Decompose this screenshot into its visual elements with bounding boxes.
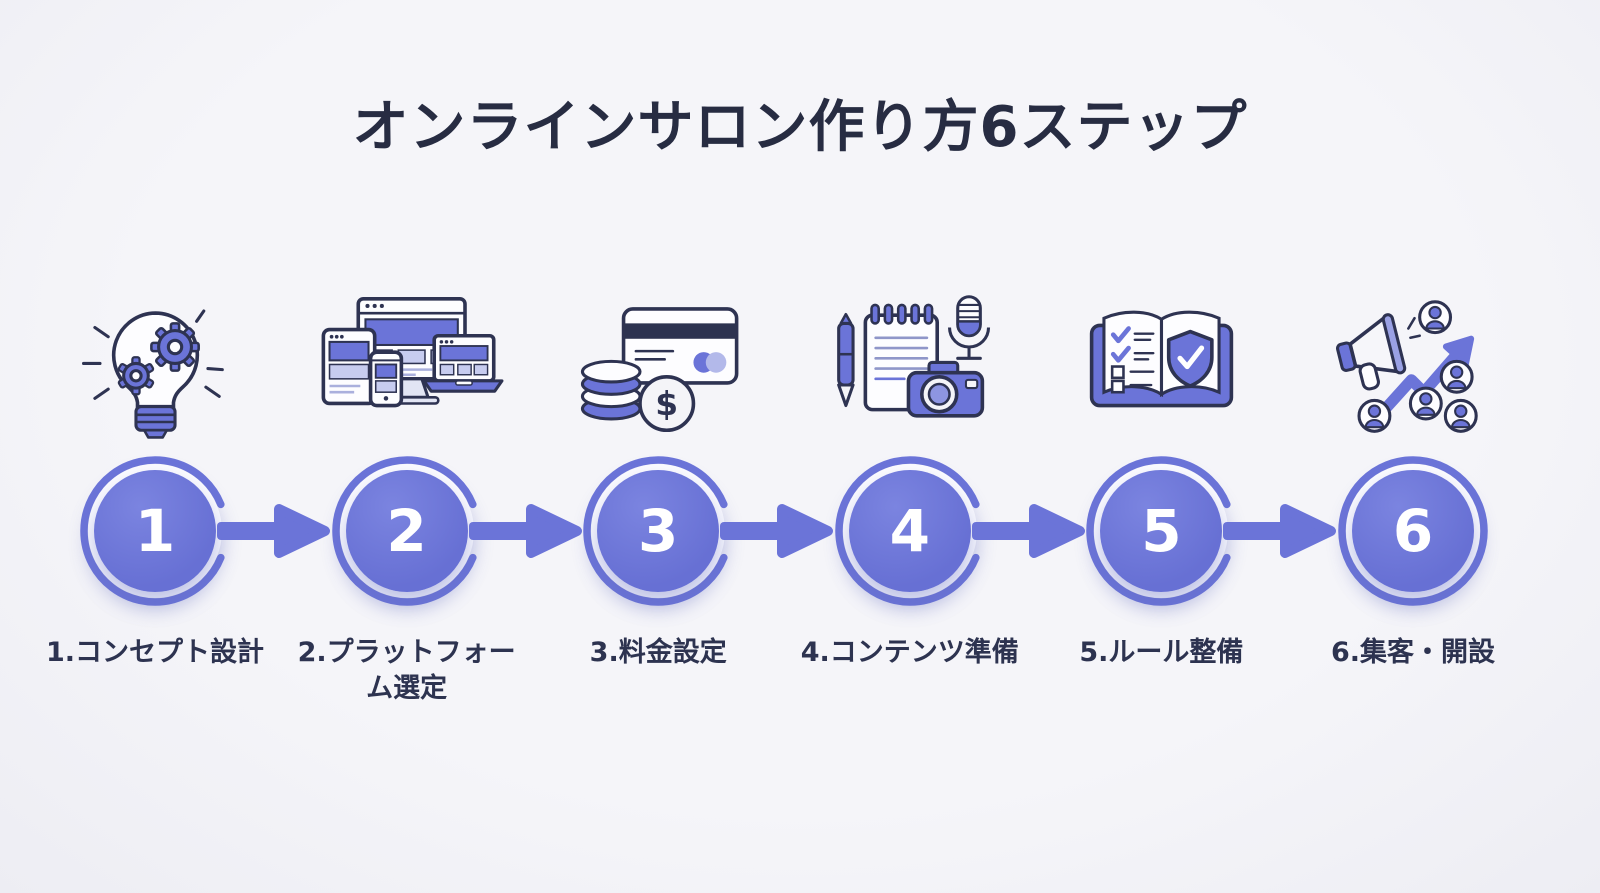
step-number-badge: 1	[94, 470, 216, 592]
step-6-circle: 6	[1335, 453, 1491, 609]
step-number: 3	[638, 497, 679, 565]
step-item-4: 4 4.コンテンツ準備	[784, 285, 1036, 671]
page-title: オンラインサロン作り方6ステップ	[352, 95, 1248, 160]
step-label: 1.コンセプト設計	[45, 637, 265, 668]
step-label: 5.ルール整備	[1079, 637, 1244, 668]
step-circle-ring	[331, 456, 477, 606]
step-item-6: 6 6.集客・開設	[1287, 285, 1539, 671]
coins-card-icon: $	[580, 306, 739, 432]
connector-arrow-icon	[217, 504, 330, 558]
step-4-icon-box	[784, 285, 1036, 445]
megaphone-growth-users-icon	[1335, 299, 1478, 433]
rulebook-shield-icon	[1089, 310, 1234, 407]
step-number: 6	[1392, 497, 1434, 565]
step-number-badge: 4	[848, 470, 971, 592]
step-2-icon-box	[281, 285, 533, 445]
user-avatars	[1356, 299, 1478, 433]
step-label: 6.集客・開設	[1330, 637, 1496, 668]
step-1-circle: 1	[77, 453, 233, 609]
devices-icon	[321, 296, 504, 407]
lightbulb-gears-icon	[81, 308, 224, 439]
step-number-badge: 3	[597, 470, 720, 592]
step-circle-ring	[835, 456, 980, 606]
step-2-circle: 2	[329, 453, 485, 609]
step-3-circle: 3	[580, 453, 736, 609]
step-circle-ring	[80, 456, 225, 606]
step-5-circle: 5	[1083, 453, 1239, 609]
step-number-badge: 6	[1352, 470, 1474, 592]
step-item-5: 5 5.ルール整備	[1035, 285, 1287, 671]
step-circle-ring	[1338, 456, 1488, 606]
step-4-circle: 4	[832, 453, 988, 609]
step-number-badge: 5	[1100, 470, 1223, 592]
step-circle-ring	[1086, 456, 1231, 606]
notepad-camera-mic-icon	[837, 294, 991, 418]
step-number: 5	[1141, 497, 1182, 565]
step-6-icon-box	[1287, 285, 1539, 445]
connector-arrow-icon	[1223, 504, 1337, 558]
connector-arrow-icon	[971, 504, 1085, 558]
step-item-1: 1 1.コンセプト設計	[29, 285, 281, 671]
step-number: 4	[889, 497, 930, 565]
connector-arrow-icon	[468, 504, 582, 558]
step-item-3: $ 3 3.料金設定	[532, 285, 784, 671]
step-number: 1	[134, 497, 176, 565]
step-circle-ring	[583, 456, 728, 606]
step-label: 3.料金設定	[589, 637, 727, 668]
step-label: 4.コンテンツ準備	[800, 637, 1019, 668]
step-3-icon-box: $	[532, 285, 784, 445]
step-number: 2	[386, 497, 427, 565]
step-1-icon-box	[29, 285, 281, 445]
step-label: 2.プラットフォー ム選定	[297, 637, 516, 705]
step-item-2: 2 2.プラットフォー ム選定	[281, 285, 533, 708]
connector-arrow-icon	[720, 504, 834, 558]
svg-text:$: $	[655, 383, 678, 422]
step-5-icon-box	[1035, 285, 1287, 445]
step-number-badge: 2	[345, 470, 468, 592]
